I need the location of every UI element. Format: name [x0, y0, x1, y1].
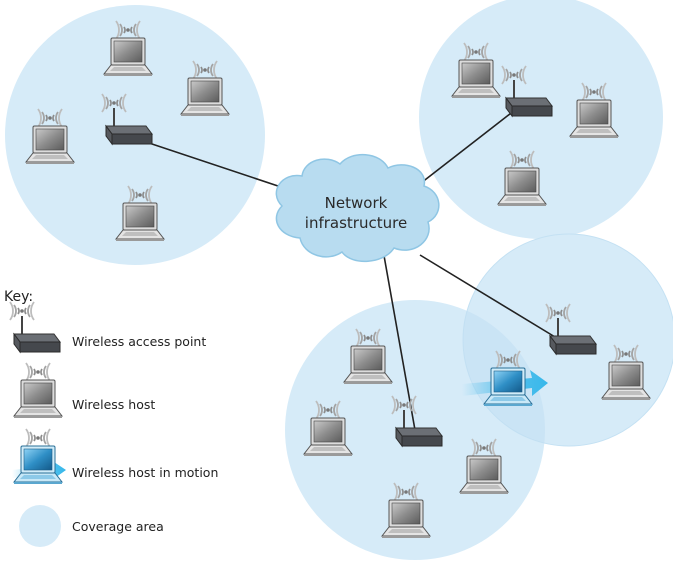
network-infrastructure-cloud: Network infrastructure: [275, 153, 440, 263]
laptop-icon: [14, 363, 62, 418]
legend-label-access-point: Wireless access point: [72, 334, 206, 349]
legend-label-moving-host: Wireless host in motion: [72, 465, 218, 480]
network-links: [139, 109, 561, 431]
legend-title: Key:: [4, 289, 33, 305]
coverage-area-icon: [19, 505, 61, 547]
legend-label-host: Wireless host: [72, 397, 155, 412]
access-point-icon: [10, 302, 60, 352]
legend-moving-host: [12, 429, 66, 484]
link-top-right: [411, 109, 516, 191]
link-bottom-right: [419, 254, 561, 341]
cloud-label-line2: infrastructure: [305, 214, 407, 232]
legend-label-coverage: Coverage area: [72, 519, 164, 534]
cloud-label-line1: Network: [325, 194, 388, 212]
moving-host: [462, 351, 548, 406]
link-bottom-center: [382, 249, 416, 431]
moving-laptop-icon: [14, 429, 62, 484]
link-top-left: [139, 139, 291, 191]
legend: Key: Wireless access point Wireless host…: [4, 289, 218, 547]
